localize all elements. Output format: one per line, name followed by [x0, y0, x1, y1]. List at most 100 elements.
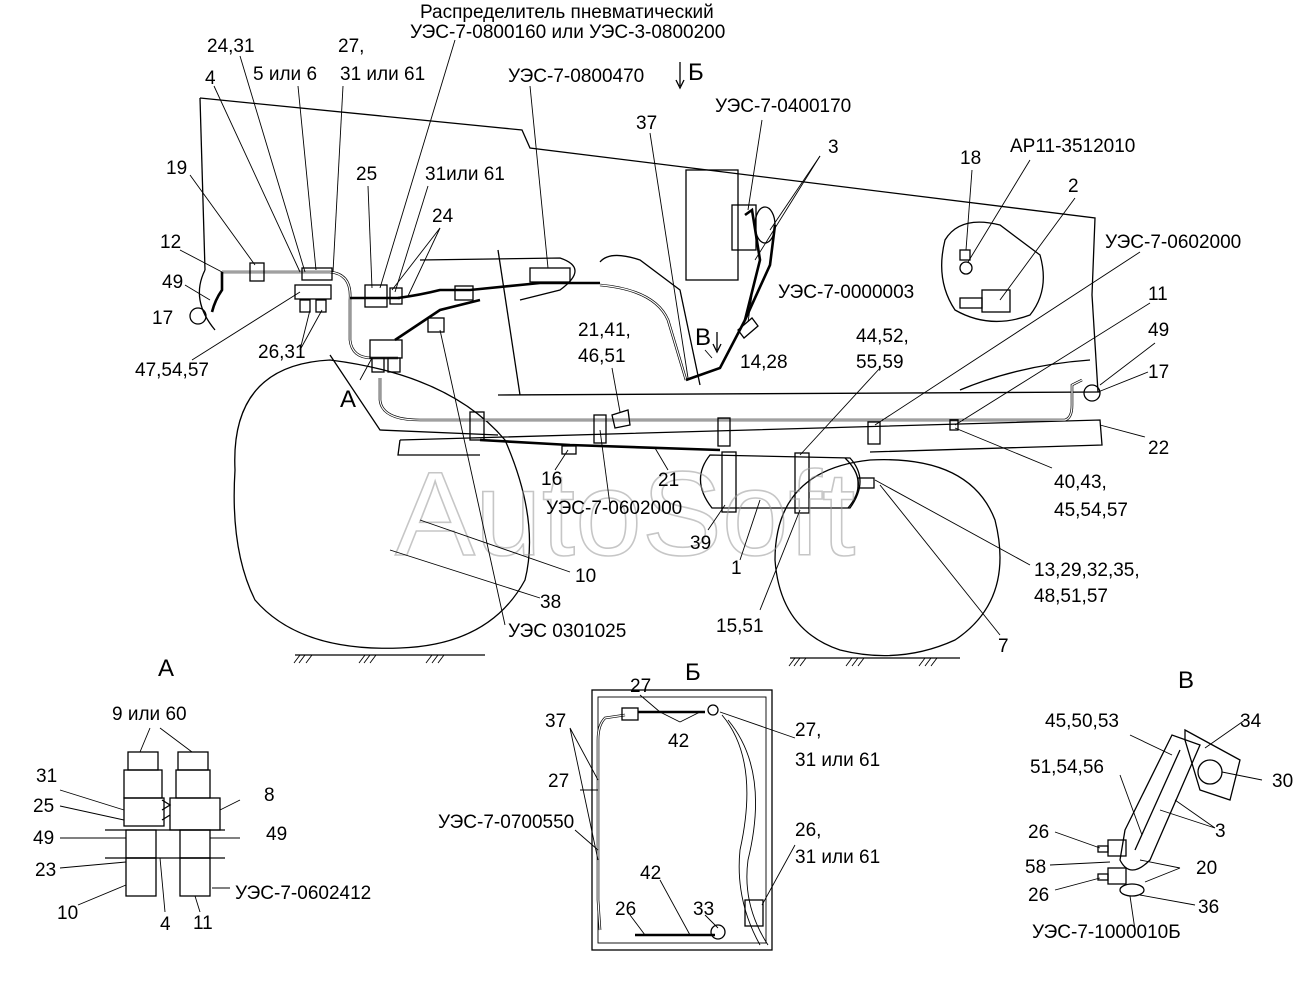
callout: УЭС-7-0602412	[235, 883, 371, 904]
callout: 8	[264, 785, 275, 806]
callout: 45,54,57	[1054, 500, 1128, 521]
callout: 1	[731, 558, 742, 579]
callout: 42	[640, 863, 661, 884]
callout: 31 или 61	[795, 847, 880, 868]
view-b-drawing	[569, 689, 796, 951]
callout: УЭС-7-0700550	[438, 812, 574, 833]
header-labels: Распределитель пневматический УЭС-7-0800…	[410, 2, 725, 43]
view-arrows	[675, 62, 722, 354]
callout: 38	[540, 592, 561, 613]
callout: 48,51,57	[1034, 586, 1108, 607]
callout: 33	[693, 899, 714, 920]
callout: 11	[193, 913, 213, 934]
callout: 19	[166, 158, 187, 179]
callout: 4	[160, 914, 171, 935]
callout: 24	[432, 206, 454, 227]
callout: 10	[57, 903, 78, 924]
callout: 51,54,56	[1030, 757, 1104, 778]
callout: 31	[36, 766, 57, 787]
callout: УЭС-7-0800470	[508, 66, 644, 87]
leader-lines-main	[179, 39, 1156, 636]
view-v-labels: В 45,50,53 34 51,54,56 30 26 3 58 20 26 …	[1025, 667, 1293, 943]
callout: УЭС 0301025	[508, 621, 626, 642]
callout: 44,52,	[856, 326, 909, 347]
callout: 27,	[795, 720, 821, 741]
callout: 30	[1272, 771, 1293, 792]
callout: 55,59	[856, 352, 904, 373]
callout: АР11-3512010	[1010, 136, 1135, 157]
callout: 17	[1148, 362, 1169, 383]
callout: 21	[658, 470, 679, 491]
callout: 22	[1148, 438, 1169, 459]
callout: 49	[1148, 320, 1169, 341]
callout: УЭС-7-0602000	[1105, 232, 1241, 253]
callout: 23	[35, 860, 56, 881]
tractor-outline	[198, 97, 1103, 667]
callout: 58	[1025, 857, 1046, 878]
callout: В	[695, 324, 711, 351]
watermark-text: AutoSoft	[395, 447, 855, 581]
callout: 15,51	[716, 616, 764, 637]
callout: 25	[33, 796, 54, 817]
callout: 49	[162, 272, 183, 293]
callout: 2	[1068, 176, 1079, 197]
callout: УЭС-7-0602000	[546, 498, 682, 519]
callout: 25	[356, 164, 377, 185]
view-a-title: А	[158, 655, 174, 682]
pneumatic-pipes	[210, 207, 1083, 452]
callout: А	[340, 386, 356, 413]
callout: 31 или 61	[795, 750, 880, 771]
callout: 27	[548, 771, 569, 792]
view-a-labels: А 9 или 60 31 8 25 49 49 23 УЭС-7-060241…	[33, 655, 371, 935]
callout: 26,	[795, 820, 821, 841]
callout: 16	[541, 469, 562, 490]
callout: 10	[575, 566, 596, 587]
callout: 13,29,32,35,	[1034, 560, 1140, 581]
view-b-title: Б	[685, 659, 701, 686]
callout: 26,31	[258, 342, 306, 363]
header-line2: УЭС-7-0800160 или УЭС-3-0800200	[410, 22, 725, 43]
view-v-drawing	[1049, 719, 1263, 931]
callout: 31 или 61	[340, 64, 425, 85]
callout: 39	[690, 533, 711, 554]
callout: 40,43,	[1054, 472, 1107, 493]
view-a-drawing	[59, 727, 241, 913]
callout: УЭС-7-0000003	[778, 282, 914, 303]
pneumatic-components	[189, 204, 1101, 514]
callout: 26	[1028, 885, 1049, 906]
callout: 4	[205, 68, 216, 89]
callout: 12	[160, 232, 181, 253]
callout: 9 или 60	[112, 704, 187, 725]
callout: 3	[828, 137, 839, 158]
callout: Б	[688, 59, 704, 86]
callout: 47,54,57	[135, 360, 209, 381]
callout: 26	[615, 899, 636, 920]
main-labels: 24,31 4 5 или 6 27, 31 или 61 УЭС-7-0800…	[135, 36, 1241, 657]
callout: 49	[33, 828, 54, 849]
callout: 3	[1215, 821, 1226, 842]
callout: 21,41,	[578, 320, 631, 341]
callout: 37	[636, 113, 657, 134]
callout: 20	[1196, 858, 1217, 879]
callout: УЭС-7-1000010Б	[1032, 922, 1181, 943]
view-b-labels: Б 27 37 42 27, 31 или 61 27 УЭС-7-070055…	[438, 659, 880, 920]
callout: 24,31	[207, 36, 255, 57]
callout: 31или 61	[425, 164, 505, 185]
view-v-title: В	[1178, 667, 1194, 694]
callout: УЭС-7-0400170	[715, 96, 851, 117]
callout: 49	[266, 824, 287, 845]
callout: 42	[668, 731, 689, 752]
callout: 26	[1028, 822, 1049, 843]
callout: 17	[152, 308, 173, 329]
callout: 27	[630, 676, 651, 697]
callout: 36	[1198, 897, 1219, 918]
callout: 5 или 6	[253, 64, 317, 85]
callout: 37	[545, 711, 566, 732]
callout: 7	[998, 636, 1009, 657]
callout: 18	[960, 148, 981, 169]
callout: 45,50,53	[1045, 711, 1119, 732]
callout: 27,	[338, 36, 364, 57]
callout: 14,28	[740, 352, 788, 373]
